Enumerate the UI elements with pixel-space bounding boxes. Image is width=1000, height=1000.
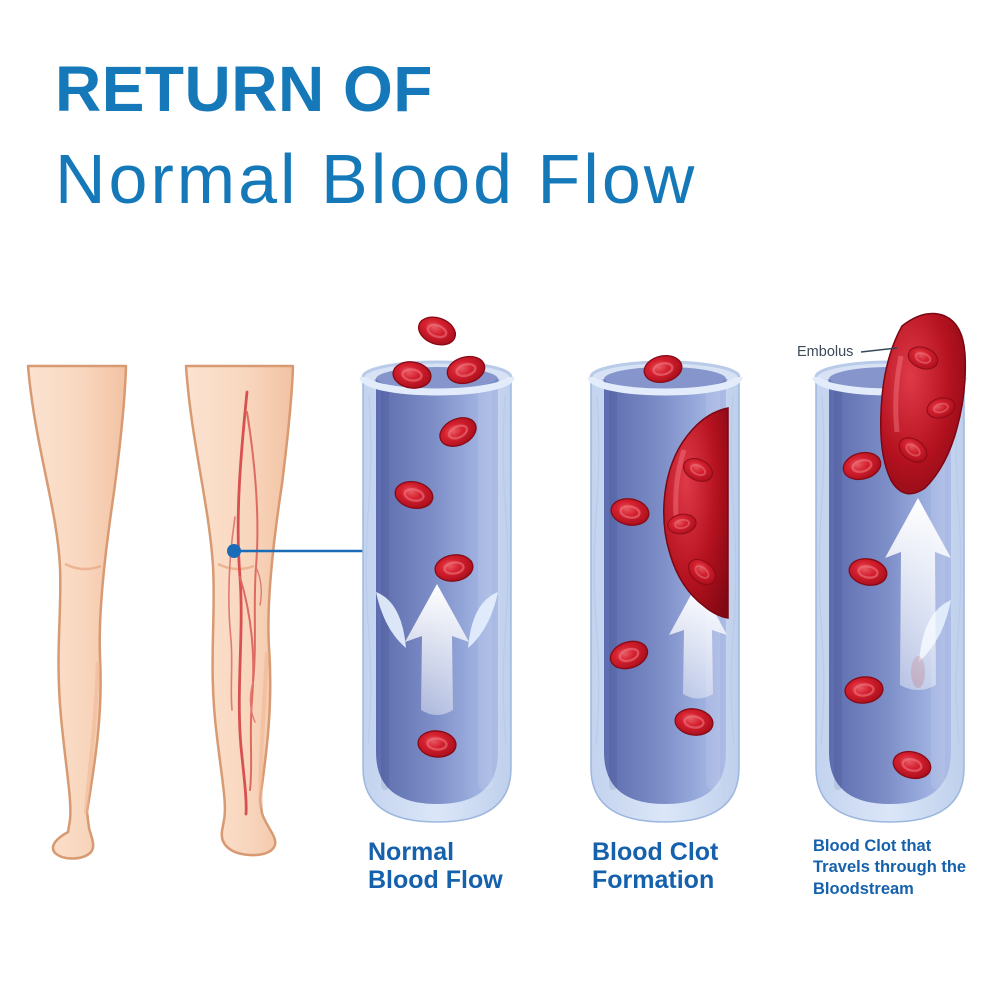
varicose-leg-shape: [184, 364, 295, 857]
venous-valve-right: [468, 592, 498, 648]
varicose-leg: [184, 364, 295, 857]
knee-crease: [64, 562, 102, 571]
leg-shading-line: [84, 661, 100, 815]
vessel-embolus-illustration: [812, 312, 968, 823]
venous-valve-left: [376, 592, 406, 648]
varicose-vein-lines: [228, 390, 263, 816]
up-arrow-icon: [405, 584, 469, 715]
vessel-clot-formation-illustration: [587, 351, 743, 823]
page-subtitle: Normal Blood Flow: [55, 140, 698, 219]
title-block: RETURN OF Normal Blood Flow: [55, 53, 698, 219]
legs-illustration: [26, 364, 295, 860]
vessel-normal-flow-illustration: [359, 311, 515, 823]
connector-line: [227, 544, 366, 558]
page-title: RETURN OF: [55, 53, 433, 125]
embolus-label: Embolus: [797, 344, 854, 360]
blood-clot: [663, 407, 729, 619]
up-arrow-icon: [885, 498, 951, 690]
embolus-clot: [879, 312, 967, 495]
connector-dot: [227, 544, 241, 558]
leg-shading-line: [258, 651, 269, 808]
panel-label-blood-clot-travels: Blood Clot that Travels through the Bloo…: [813, 837, 967, 898]
healthy-leg-shape: [26, 364, 128, 860]
healthy-leg: [26, 364, 128, 860]
panel-label-blood-clot-formation: Blood Clot Formation: [592, 838, 719, 894]
embolus-pointer-line: [860, 347, 898, 353]
panel-label-normal-blood-flow: Normal Blood Flow: [368, 838, 503, 894]
knee-crease: [217, 562, 255, 571]
